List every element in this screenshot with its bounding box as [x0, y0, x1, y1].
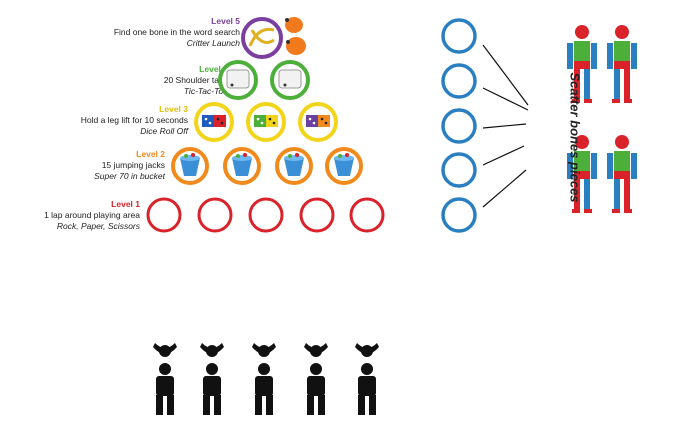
level-2-title: Level 2	[136, 149, 165, 159]
blue-rings	[441, 18, 477, 233]
level-5-title: Level 5	[211, 16, 240, 26]
level-5-text: Level 5 Find one bone in the word search…	[114, 16, 240, 49]
level-1-task: 1 lap around playing area	[44, 210, 140, 220]
connector-lines	[482, 44, 529, 208]
skeletons	[567, 25, 637, 213]
level-4-task: 20 Shoulder taps	[163, 75, 228, 85]
level-4-game: Tic-Tac-Toe	[183, 86, 228, 96]
player-1	[153, 343, 177, 415]
level-2-ring-3	[275, 147, 313, 185]
level-5-task: Find one bone in the word search	[113, 27, 240, 37]
player-3	[252, 343, 276, 415]
level-3-game: Dice Roll Off	[140, 126, 188, 136]
level-2-ring-1	[171, 147, 209, 185]
skeleton-3	[567, 135, 597, 213]
level-1-game: Rock, Paper, Scissors	[56, 221, 140, 231]
skeleton-4	[607, 135, 637, 213]
level-5-ring	[241, 17, 283, 59]
level-1-title: Level 1	[111, 199, 140, 209]
skeleton-2	[607, 25, 637, 103]
level-3-ring-2	[246, 102, 286, 142]
critter-icon	[285, 17, 306, 55]
level-4-ring-1	[218, 60, 258, 100]
level-4-title: Level 4	[199, 64, 228, 74]
level-2-task: 15 jumping jacks	[101, 160, 165, 170]
players	[153, 343, 379, 415]
skeleton-1	[567, 25, 597, 103]
player-2	[200, 343, 224, 415]
player-4	[304, 343, 328, 415]
level-2-ring-2	[223, 147, 261, 185]
level-5-game: Critter Launch	[186, 38, 240, 48]
level-3-ring-3	[298, 102, 338, 142]
scatter-label: Scatter bones pieces	[567, 72, 583, 203]
level-1-rings	[146, 197, 385, 233]
level-3-title: Level 3	[159, 104, 188, 114]
level-2-game: Super 70 in bucket	[94, 171, 165, 181]
level-2-text: Level 2 15 jumping jacks Super 70 in buc…	[94, 149, 165, 182]
level-2-ring-4	[325, 147, 363, 185]
level-3-task: Hold a leg lift for 10 seconds	[80, 115, 188, 125]
level-3-text: Level 3 Hold a leg lift for 10 seconds D…	[81, 104, 188, 137]
player-5	[355, 343, 379, 415]
level-4-ring-2	[270, 60, 310, 100]
level-3-ring-1	[194, 102, 234, 142]
level-1-text: Level 1 1 lap around playing area Rock, …	[44, 199, 140, 232]
level-4-text: Level 4 20 Shoulder taps Tic-Tac-Toe	[164, 64, 228, 97]
